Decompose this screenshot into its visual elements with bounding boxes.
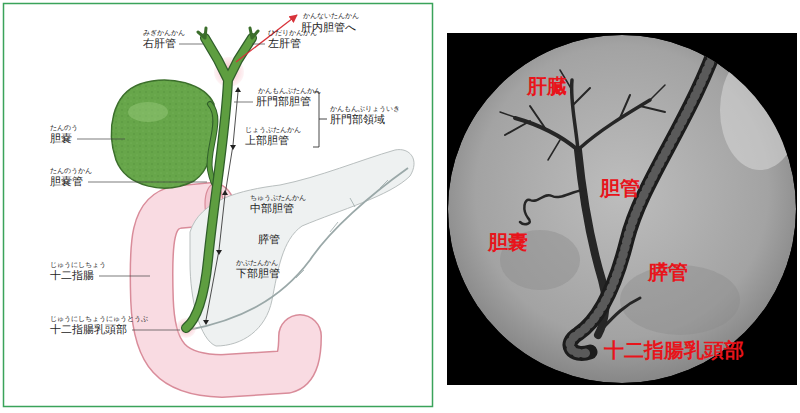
furigana: ひだりかんかん <box>268 30 317 37</box>
xray-label: 十二指腸乳頭部 <box>604 340 744 360</box>
part-label: 上部胆管 <box>245 135 289 146</box>
part-label: 十二指腸乳頭部 <box>50 324 127 335</box>
xray-image <box>448 30 800 383</box>
part-label: 右肝管 <box>143 38 176 49</box>
part-label: 中部胆管 <box>250 203 294 214</box>
furigana: じょうぶたんかん <box>245 127 301 134</box>
furigana: ちゅうぶたんかん <box>250 195 306 202</box>
region-bracket <box>313 92 327 147</box>
part-label: 下部胆管 <box>236 268 280 279</box>
region-label: 肝門部領域 <box>330 114 385 125</box>
part-label: 十二指腸 <box>50 270 94 281</box>
furigana: たんのう <box>50 125 78 132</box>
furigana: じゅうにしちょうにゅうとうぶ <box>50 316 148 323</box>
xray-label: 肝臓 <box>527 76 567 96</box>
leader-lines <box>77 44 265 330</box>
furigana: かんないたんかん <box>303 13 359 20</box>
gallbladder-shape <box>111 80 214 188</box>
furigana: かぶたんかん <box>236 260 278 267</box>
xray-label: 胆管 <box>600 178 640 198</box>
pancreas-shape <box>190 150 414 346</box>
part-label: 肝門部胆管 <box>256 96 311 107</box>
furigana: じゅうにしちょう <box>50 262 106 269</box>
part-label: 左肝管 <box>268 38 301 49</box>
furigana: かんもんぶたんかん <box>258 88 321 95</box>
furigana: たんのうかん <box>50 168 92 175</box>
furigana: かんもんぶりょういき <box>330 106 400 113</box>
furigana: みぎかんかん <box>143 30 185 37</box>
xray-label: 膵管 <box>648 262 688 282</box>
region-markers <box>203 87 241 325</box>
bile-duct <box>186 28 258 328</box>
xray-label: 胆嚢 <box>488 232 528 252</box>
panel-frame <box>4 4 433 407</box>
part-label: 胆嚢 <box>50 133 72 144</box>
part-label: 胆嚢管 <box>50 176 83 187</box>
part-label: 膵管 <box>258 234 280 245</box>
